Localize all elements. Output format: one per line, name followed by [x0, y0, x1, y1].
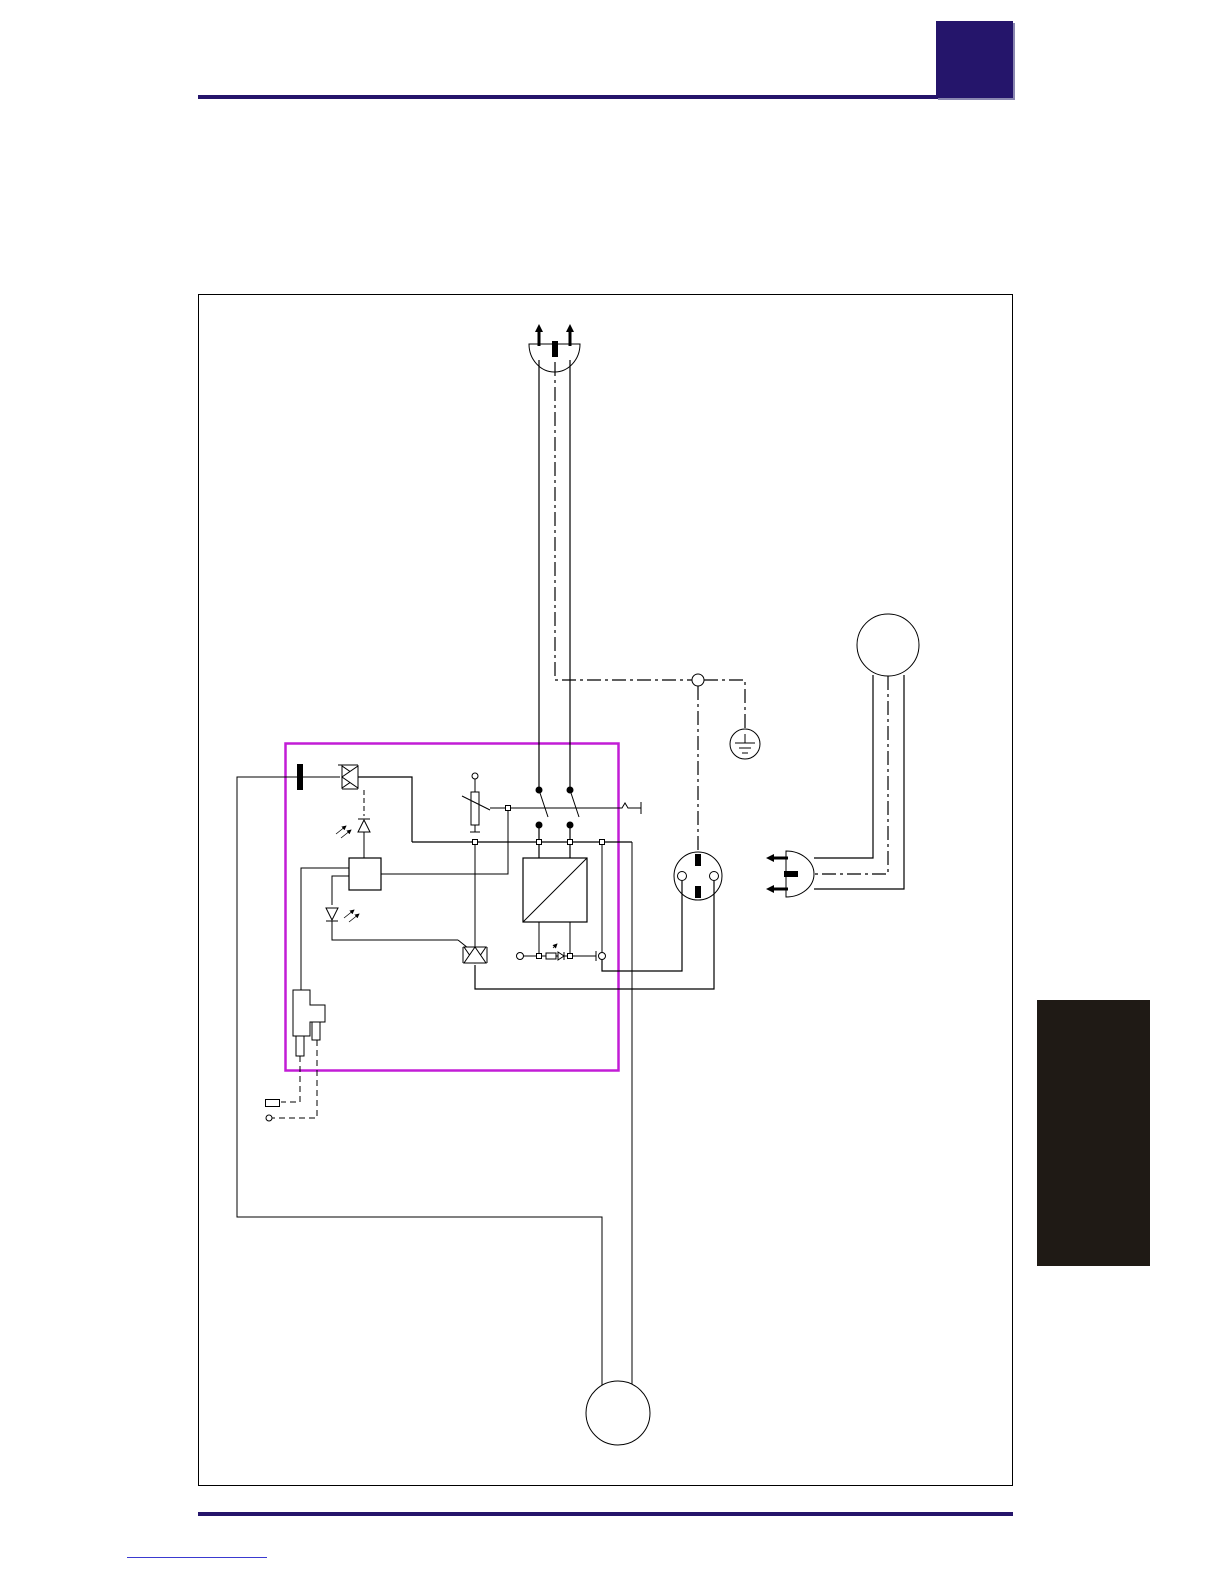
- diagram-frame: [199, 295, 1013, 1486]
- node-resistor: [506, 806, 511, 811]
- socket-outlet: [674, 852, 722, 900]
- power-module: [523, 858, 587, 922]
- node-a: [473, 840, 478, 845]
- led-emitter: [326, 908, 359, 922]
- motor-lead-b: [814, 675, 904, 889]
- mains-plug-right: [766, 851, 814, 897]
- double-pole-switch: [536, 787, 580, 843]
- node-c: [568, 840, 573, 845]
- sensor-terminal-pin: [266, 1115, 272, 1121]
- earth-lead-ground: [704, 680, 745, 729]
- node-b: [537, 840, 542, 845]
- sensor-connector: [293, 990, 325, 1056]
- photo-diode: [336, 819, 370, 838]
- motor-lead-a: [814, 675, 873, 858]
- motor-lead-earth: [814, 676, 888, 874]
- socket-lead-right: [475, 881, 714, 989]
- sensor-terminal: [266, 1100, 280, 1107]
- motor-bottom: [586, 1381, 650, 1445]
- variable-resistor: [462, 773, 490, 832]
- triac-top: [302, 765, 358, 789]
- earth-ground-icon: [730, 729, 760, 759]
- socket-lead-left: [602, 881, 682, 971]
- terminal-bar: [297, 764, 303, 790]
- earth-lead-top: [555, 362, 692, 680]
- earth-junction: [692, 674, 704, 686]
- led-indicator: [517, 944, 597, 961]
- motor-top-right: [857, 614, 919, 676]
- control-unit: [349, 858, 381, 890]
- node-d: [600, 840, 605, 845]
- triac-bottom: [458, 940, 487, 963]
